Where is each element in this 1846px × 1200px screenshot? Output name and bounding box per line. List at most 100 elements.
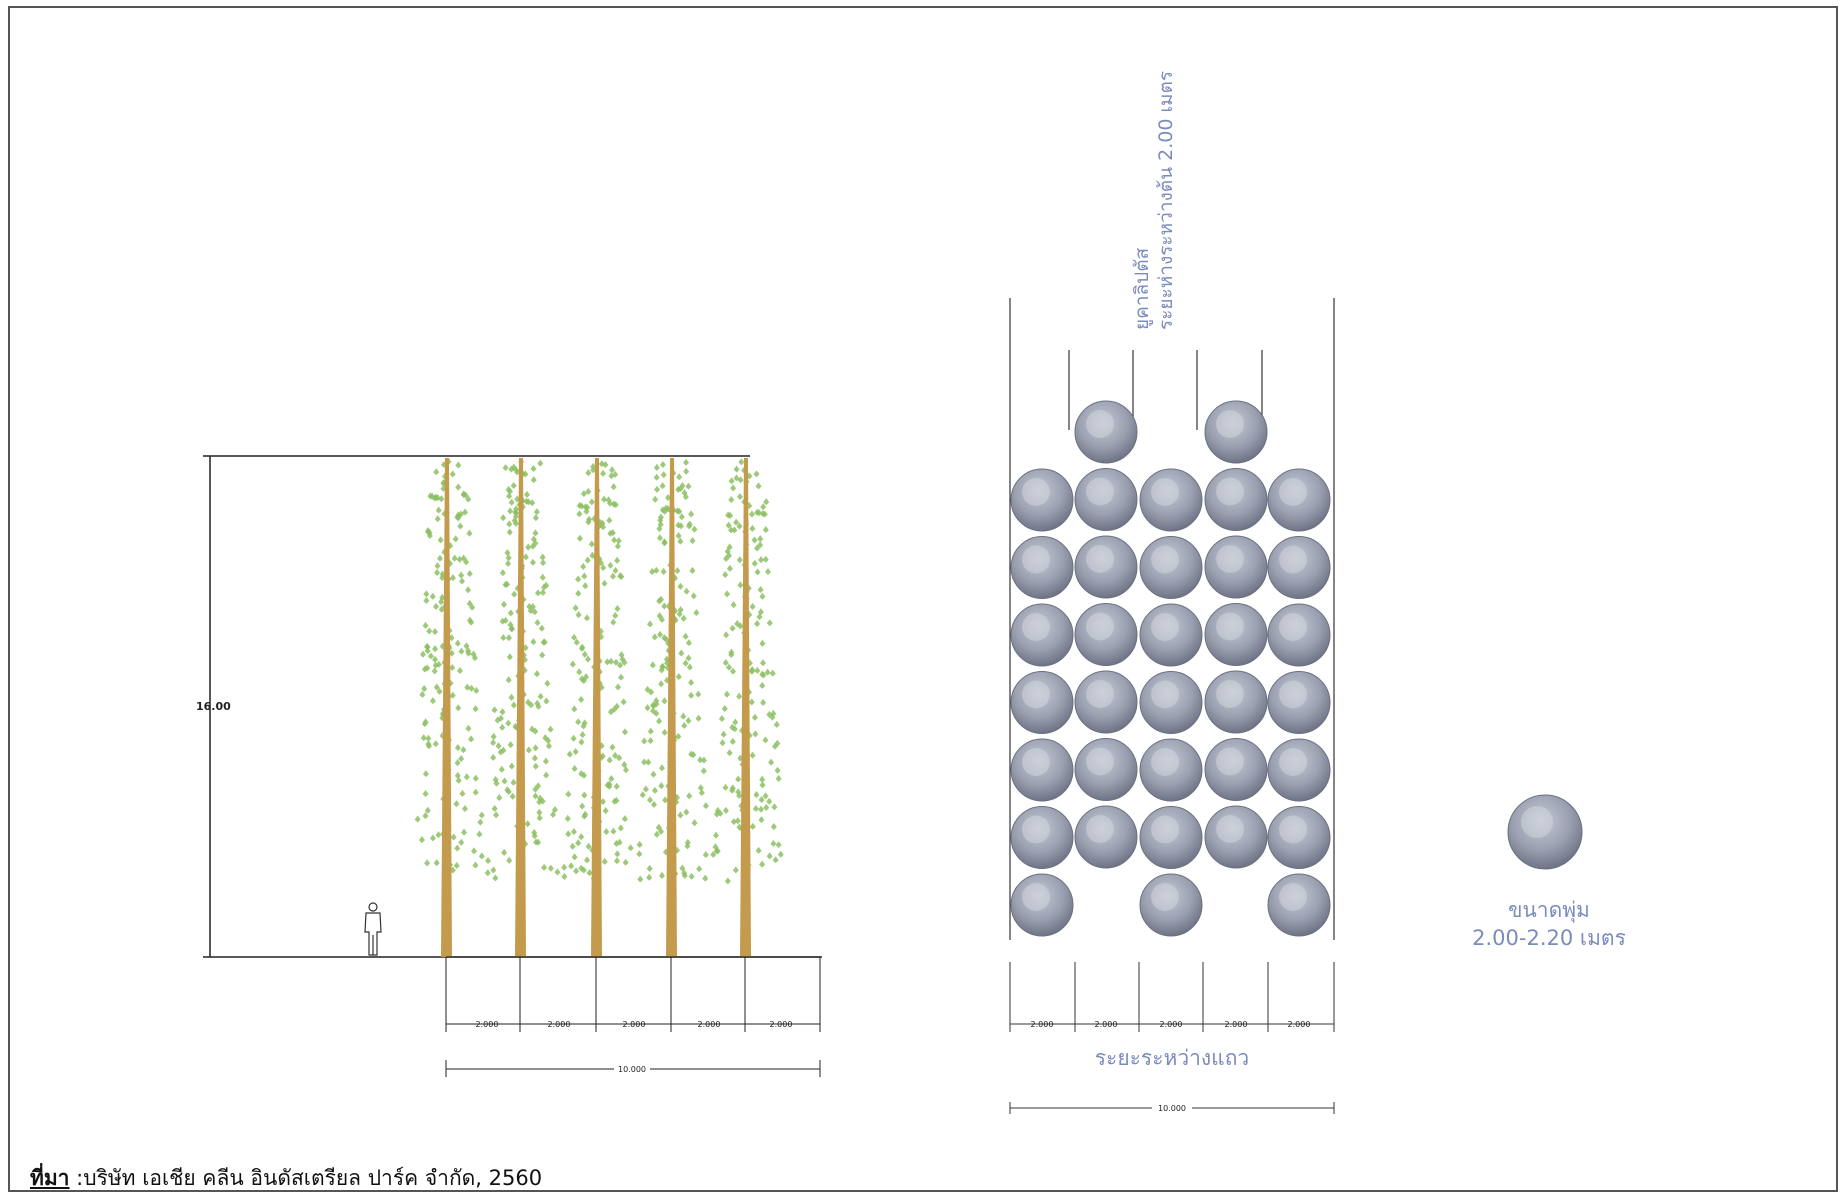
leaf — [458, 647, 465, 655]
leaf — [677, 537, 684, 545]
leaf — [621, 760, 628, 768]
leaf — [730, 667, 737, 675]
leaf — [507, 741, 514, 749]
leaf — [676, 610, 683, 618]
canopy-highlight — [1022, 478, 1050, 506]
tree-elevation — [561, 458, 634, 957]
tree-canopy — [1139, 671, 1203, 734]
leaf — [535, 838, 542, 846]
leaf — [770, 839, 777, 847]
leaf — [729, 723, 736, 731]
leaf — [421, 684, 428, 692]
leaf — [531, 754, 538, 762]
leaf — [542, 757, 549, 765]
leaf — [434, 568, 441, 576]
leaf — [584, 556, 591, 564]
leaf — [532, 727, 539, 735]
leaf — [535, 782, 542, 790]
leaf — [537, 794, 544, 802]
tree-canopy — [1267, 536, 1331, 599]
leaf — [561, 872, 568, 880]
leaf — [683, 458, 690, 466]
leaf — [543, 581, 550, 589]
leaf — [425, 528, 432, 536]
tree-canopy — [1139, 738, 1203, 802]
leaf — [732, 866, 739, 874]
leaf — [460, 746, 467, 754]
leaf — [435, 506, 442, 514]
leaf — [678, 649, 685, 657]
leaf — [749, 822, 756, 830]
leaf — [580, 722, 587, 730]
leaf — [724, 877, 731, 885]
leaf — [455, 776, 462, 784]
leaf — [719, 739, 726, 747]
leaf — [531, 608, 538, 616]
leaf — [451, 554, 458, 562]
tree-canopy — [1204, 468, 1268, 531]
leaf — [424, 643, 431, 651]
leaf — [575, 589, 582, 597]
leaf — [472, 788, 479, 796]
leaf — [749, 602, 756, 610]
leaf — [468, 684, 475, 692]
leaf — [448, 649, 455, 657]
leaf — [599, 798, 606, 806]
tree-canopy — [1204, 738, 1268, 801]
leaf — [473, 686, 480, 694]
leaf — [506, 492, 513, 500]
leaf — [527, 606, 534, 614]
leaf — [550, 810, 557, 818]
leaf — [494, 716, 501, 724]
plan-spacing-label: 2.000 — [1095, 1020, 1118, 1029]
leaf — [656, 525, 663, 533]
leaf — [422, 718, 429, 726]
leaf — [734, 619, 741, 627]
leaf — [607, 657, 614, 665]
legend-line-1: ขนาดพุ่ม — [1508, 898, 1590, 923]
leaf — [466, 570, 473, 578]
leaf — [507, 507, 514, 515]
leaf — [438, 605, 445, 613]
leaf — [737, 622, 744, 630]
leaf — [682, 493, 689, 501]
leaf — [649, 568, 656, 576]
leaf — [609, 528, 616, 536]
leaf — [572, 748, 579, 756]
leaf — [659, 662, 666, 670]
leaf — [688, 750, 695, 758]
tree-canopy — [1139, 468, 1203, 532]
leaf — [422, 790, 429, 798]
leaf — [454, 513, 461, 521]
leaf — [769, 713, 776, 721]
leaf — [653, 709, 660, 717]
leaf — [579, 730, 586, 738]
leaf — [752, 730, 759, 738]
leaf — [729, 737, 736, 745]
leaf — [644, 704, 651, 712]
leaf — [726, 564, 733, 572]
leaf — [422, 812, 429, 820]
leaf — [614, 542, 621, 550]
canopy-highlight — [1151, 748, 1179, 776]
tree-canopy — [1139, 873, 1203, 937]
canopy-highlight — [1151, 883, 1179, 911]
tree-canopy — [1204, 400, 1268, 464]
leaf — [493, 811, 500, 819]
leaf — [585, 518, 592, 526]
leaf — [478, 811, 485, 819]
leaf — [454, 639, 461, 647]
leaf — [749, 751, 756, 759]
leaf — [580, 562, 587, 570]
leaf — [657, 516, 664, 524]
tree-canopy — [1074, 805, 1138, 869]
leaf — [757, 585, 764, 593]
leaf — [504, 580, 511, 588]
leaf — [543, 771, 550, 779]
leaf — [423, 596, 430, 604]
leaf — [621, 815, 628, 823]
leaf — [660, 471, 667, 479]
leaf — [755, 482, 762, 490]
leaf — [736, 823, 743, 831]
leaf — [449, 663, 456, 671]
